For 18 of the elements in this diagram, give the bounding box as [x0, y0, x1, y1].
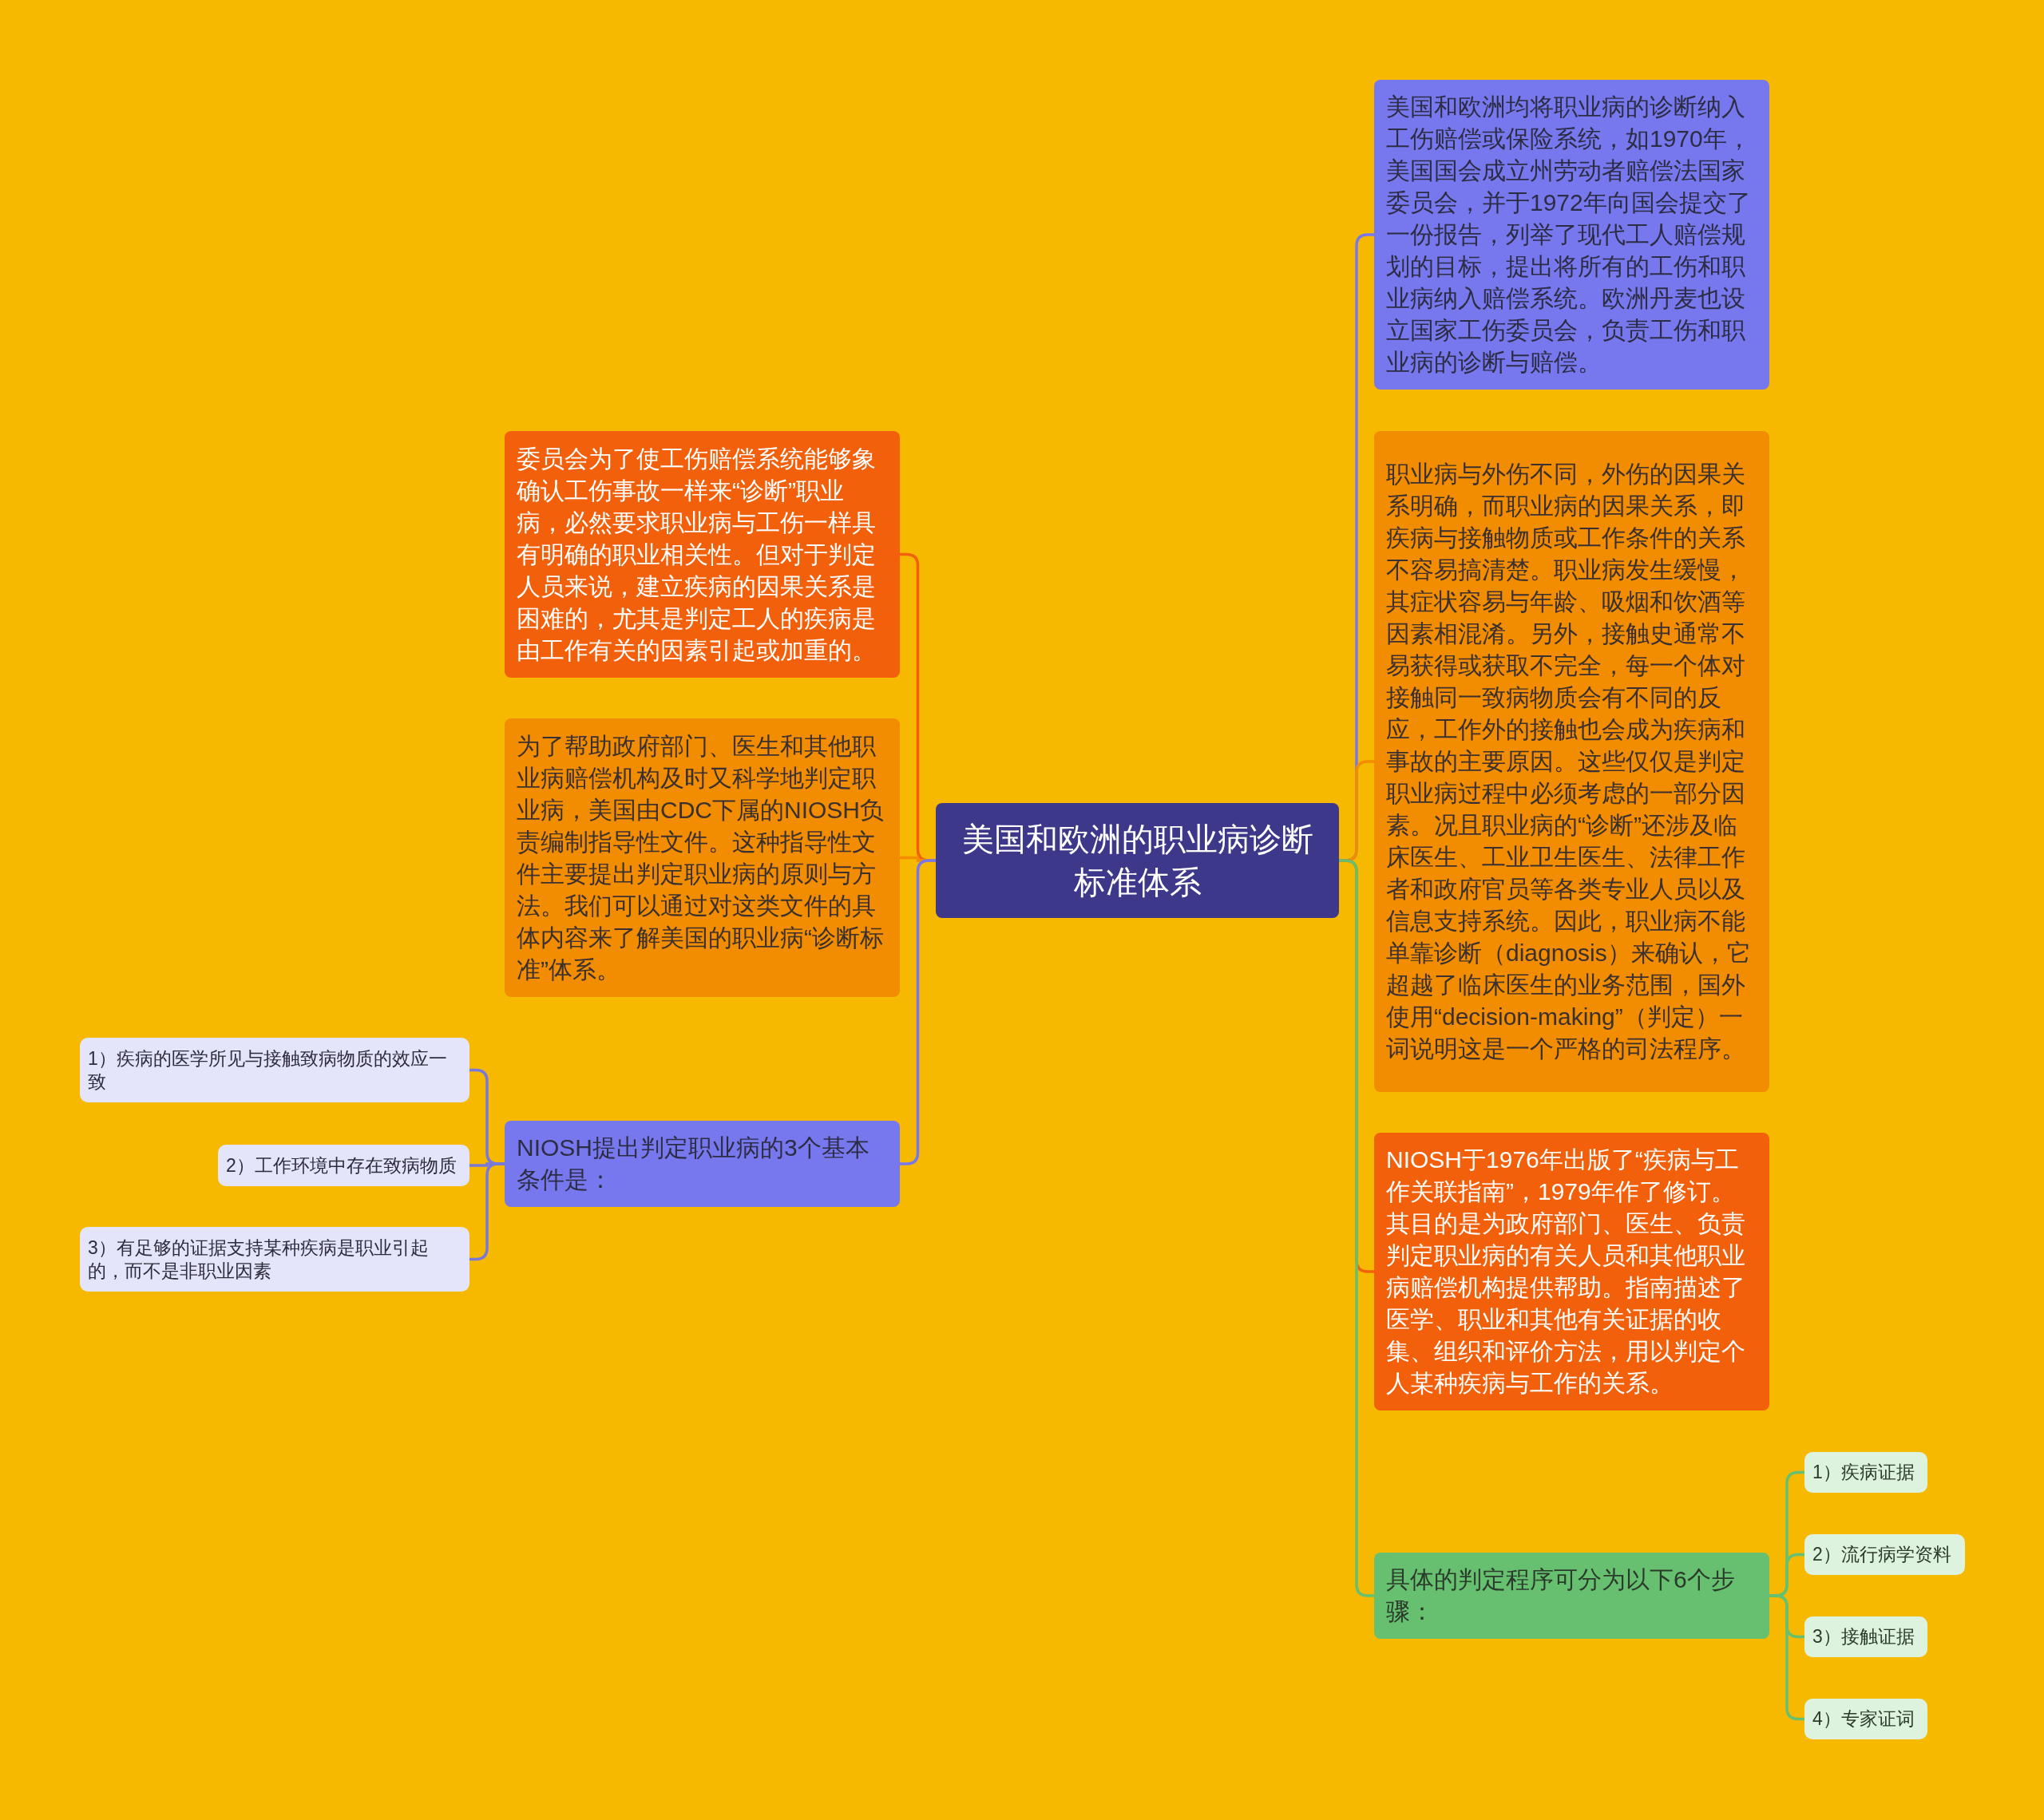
topic-box: 具体的判定程序可分为以下6个步骤： — [1374, 1553, 1769, 1639]
topic-box: 职业病与外伤不同，外伤的因果关系明确，而职业病的因果关系，即疾病与接触物质或工作条件的关系不容易搞清楚。职业病发生缓慢，其症状容易与年龄、吸烟和饮酒等因素相混淆。另外，接触史通常不易获得或获取不完全，每一个体对接触同一致病物质会有不同的反应，工作外的接触也会成为疾病和事故的主要原因。这些仅仅是判定职业病过程中必须考虑的一部分因素。况且职业病的“诊断”还涉及临床医生、工业卫生医生、法律工作者和政府官员等各类专业人员以及信息支持系统。因此，职业病不能单靠诊断（diagnosis）来确认，它超越了临床医生的业务范围，国外使用“decision-making”（判定）一词说明这是一个严格的司法程序。 — [1374, 431, 1769, 1092]
subtopic-box: 1）疾病的医学所见与接触致病物质的效应一致 — [80, 1038, 469, 1102]
subtopic-box: 4）专家证词 — [1804, 1699, 1927, 1739]
connector-line — [1769, 1594, 1804, 1721]
topic-box: 委员会为了使工伤赔偿系统能够象确认工伤事故一样来“诊断”职业病，必然要求职业病与工伤一样具有明确的职业相关性。但对于判定人员来说，建立疾病的因果关系是困难的，尤其是判定工人的疾病是由工作有关的因素引起或加重的。 — [505, 431, 900, 678]
subtopic-box: 3）有足够的证据支持某种疾病是职业引起的，而不是非职业因素 — [80, 1227, 469, 1292]
topic-box: 为了帮助政府部门、医生和其他职业病赔偿机构及时又科学地判定职业病，美国由CDC下属的NIOSH负责编制指导性文件。这种指导性文件主要提出判定职业病的原则与方法。我们可以通过对这类文件的具体内容来了解美国的职业病“诊断标准”体系。 — [505, 718, 900, 997]
subtopic-box: 3）接触证据 — [1804, 1616, 1927, 1657]
topic-box: 美国和欧洲均将职业病的诊断纳入工伤赔偿或保险系统，如1970年，美国国会成立州劳动者赔偿法国家委员会，并于1972年向国会提交了一份报告，列举了现代工人赔偿规划的目标，提出将所有的工伤和职业病纳入赔偿系统。欧洲丹麦也设立国家工伤委员会，负责工伤和职业病的诊断与赔偿。 — [1374, 80, 1769, 390]
central-topic-box: 美国和欧洲的职业病诊断标准体系 — [936, 803, 1339, 918]
connector-line — [900, 859, 936, 1165]
subtopic-box: 1）疾病证据 — [1804, 1452, 1927, 1493]
topic-box: NIOSH提出判定职业病的3个基本条件是： — [505, 1121, 900, 1207]
subtopic-box: 2）流行病学资料 — [1804, 1534, 1965, 1575]
subtopic-box: 2）工作环境中存在致病物质 — [218, 1145, 469, 1186]
topic-box: NIOSH于1976年出版了“疾病与工作关联指南”，1979年作了修订。其目的是为政府部门、医生、负责判定职业病的有关人员和其他职业病赔偿机构提供帮助。指南描述了医学、职业和其他有关证据的收集、组织和评价方法，用以判定个人某种疾病与工作的关系。 — [1374, 1133, 1769, 1410]
connector-line — [469, 1162, 505, 1261]
